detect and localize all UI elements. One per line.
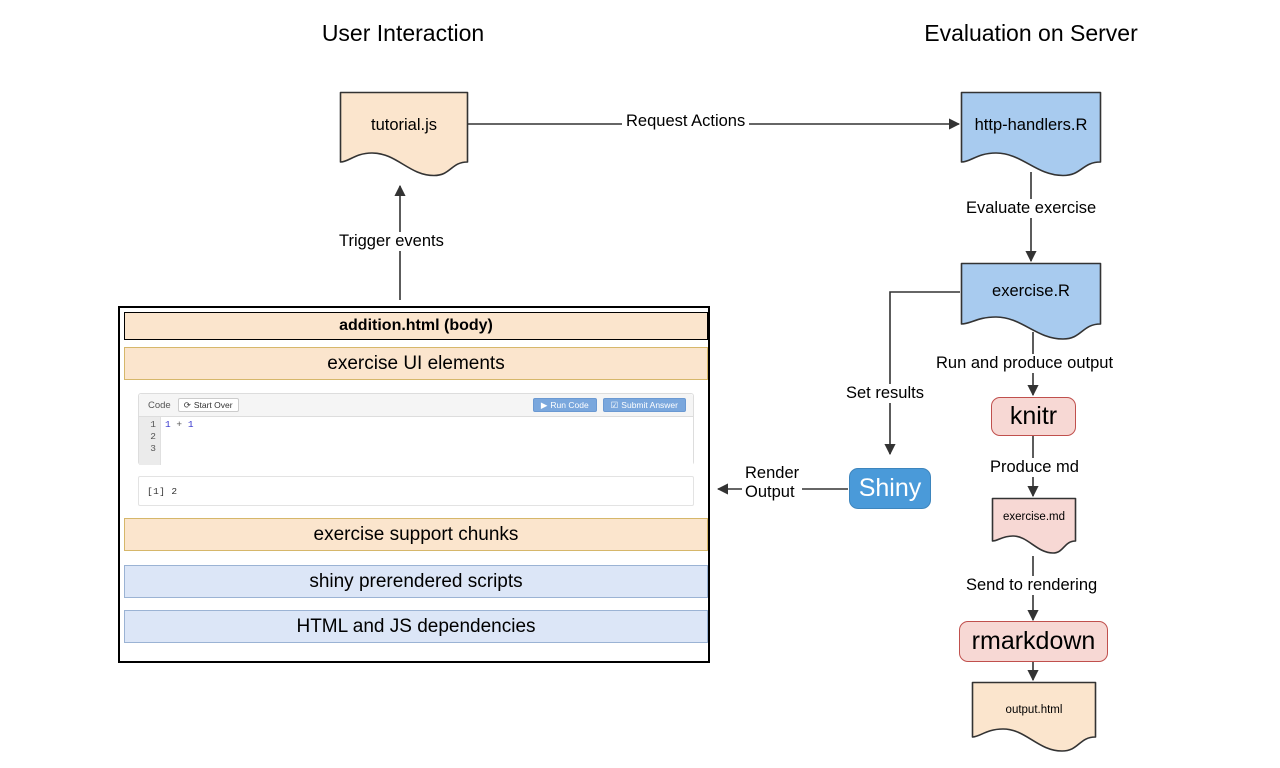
- node-label-http-handlers-r: http-handlers.R: [974, 116, 1088, 134]
- document-shape: [339, 91, 469, 177]
- column-title-evaluation-on-server: Evaluation on Server: [924, 20, 1138, 46]
- code-line: [165, 431, 693, 443]
- band-shiny-prerendered-scripts: shiny prerendered scripts: [124, 565, 708, 598]
- edge-set-results: [884, 291, 960, 456]
- document-shape: [960, 262, 1102, 340]
- band-html-and-js-dependencies: HTML and JS dependencies: [124, 610, 708, 643]
- refresh-icon: ⟳: [183, 399, 191, 410]
- code-label: Code: [148, 399, 171, 411]
- checkbox-icon: ☑: [610, 399, 619, 410]
- node-shiny[interactable]: Shiny: [849, 468, 931, 509]
- node-label-exercise-md: exercise.md: [1003, 511, 1065, 523]
- node-label-output-html: output.html: [1005, 704, 1063, 716]
- edge-label-evaluate-exercise: Evaluate exercise: [962, 199, 1101, 218]
- html-body-panel: addition.html (body) exercise UI element…: [118, 306, 710, 663]
- code-line: [165, 443, 693, 455]
- gutter-line-number: 1: [150, 419, 156, 430]
- node-exercise-r[interactable]: exercise.R: [960, 262, 1102, 342]
- exercise-output: [1] 2: [138, 476, 694, 506]
- code-token-op: +: [176, 419, 183, 430]
- edge-label-render-output-line2: Output: [745, 482, 795, 501]
- node-tutorial-js[interactable]: tutorial.js: [339, 91, 469, 177]
- edge-label-render-output-line1: Render: [745, 464, 800, 482]
- node-knitr[interactable]: knitr: [991, 397, 1076, 436]
- edge-label-run-and-produce-output: Run and produce output: [932, 354, 1118, 373]
- code-token-lhs: 1: [165, 419, 171, 430]
- band-exercise-support-chunks: exercise support chunks: [124, 518, 708, 551]
- submit-answer-label: Submit Answer: [621, 399, 678, 410]
- code-token-rhs: 1: [187, 419, 194, 430]
- run-code-label: Run Code: [550, 399, 589, 410]
- play-icon: ▶: [540, 399, 548, 410]
- run-code-button[interactable]: ▶ Run Code: [532, 397, 597, 413]
- edge-label-produce-md: Produce md: [986, 458, 1083, 477]
- panel-title-addition-html: addition.html (body): [124, 312, 708, 340]
- edge-label-set-results: Set results: [842, 384, 928, 403]
- edge-label-send-to-rendering: Send to rendering: [962, 576, 1102, 595]
- node-label-tutorial-js: tutorial.js: [370, 116, 438, 134]
- column-title-user-interaction: User Interaction: [321, 20, 485, 46]
- node-http-handlers-r[interactable]: http-handlers.R: [960, 91, 1102, 177]
- code-gutter: 1 2 3: [139, 417, 161, 465]
- edge-label-render-output: Render Output: [742, 464, 803, 502]
- node-label-exercise-r: exercise.R: [992, 282, 1070, 300]
- code-editor[interactable]: 1 + 1: [161, 417, 693, 465]
- band-exercise-ui-elements: exercise UI elements: [124, 347, 708, 380]
- node-output-html[interactable]: output.html: [971, 681, 1097, 755]
- node-rmarkdown[interactable]: rmarkdown: [959, 621, 1108, 662]
- node-label-shiny: Shiny: [858, 474, 922, 502]
- code-line: 1 + 1: [165, 419, 693, 431]
- gutter-line-number: 2: [150, 430, 156, 442]
- document-shape: [971, 681, 1097, 752]
- edge-label-request-actions: Request Actions: [622, 112, 750, 131]
- exercise-toolbar-right: ▶ Run Code ☑ Submit Answer: [532, 397, 688, 413]
- node-exercise-md[interactable]: exercise.md: [991, 497, 1077, 557]
- exercise-toolbar: Code ⟳ Start Over ▶ Run Code ☑ Submit An…: [139, 394, 693, 417]
- start-over-button[interactable]: ⟳ Start Over: [177, 397, 239, 413]
- gutter-line-number: 3: [150, 442, 156, 454]
- edge-label-trigger-events: Trigger events: [335, 232, 448, 251]
- node-label-knitr: knitr: [1009, 402, 1058, 430]
- start-over-label: Start Over: [193, 399, 233, 410]
- submit-answer-button[interactable]: ☑ Submit Answer: [602, 397, 686, 413]
- node-label-rmarkdown: rmarkdown: [971, 627, 1096, 655]
- document-shape: [960, 91, 1102, 177]
- document-shape: [991, 497, 1077, 554]
- exercise-widget: Code ⟳ Start Over ▶ Run Code ☑ Submit An…: [138, 393, 694, 465]
